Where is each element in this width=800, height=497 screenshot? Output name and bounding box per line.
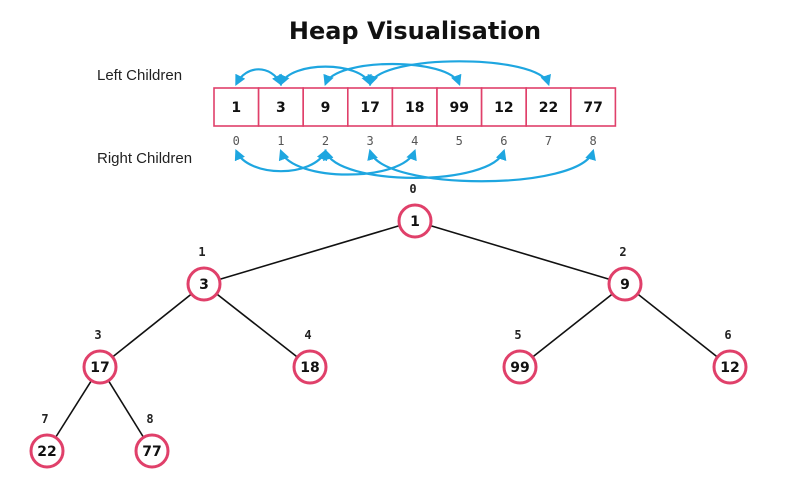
right-child-arrow — [323, 148, 507, 179]
tree-node-index: 7 — [41, 412, 48, 426]
array-cell — [525, 87, 572, 127]
tree-edge — [99, 283, 205, 368]
tree-node-value: 99 — [510, 360, 529, 376]
array-cell-value: 99 — [450, 100, 469, 116]
tree-node — [29, 433, 65, 469]
array-index-label: 6 — [500, 134, 507, 148]
tree-node — [82, 349, 118, 385]
right-child-arrow — [234, 148, 327, 173]
tree-edge — [519, 283, 626, 368]
array-cell — [436, 87, 483, 127]
tree-node — [502, 349, 538, 385]
left-child-arrow — [279, 65, 372, 87]
array-cell-value: 77 — [583, 100, 602, 116]
tree-node-index: 3 — [94, 328, 101, 342]
tree-node-value: 1 — [410, 214, 420, 230]
tree-node-index: 1 — [198, 245, 205, 259]
left-child-arrow — [235, 68, 282, 86]
array-cell — [480, 87, 528, 127]
tree-node-index: 2 — [619, 245, 626, 259]
array-index-label: 2 — [322, 134, 329, 148]
array-cell-value: 17 — [360, 100, 379, 116]
left-children-label: Left Children — [97, 67, 182, 84]
child-link-arrows — [234, 60, 596, 183]
array-index-label: 7 — [545, 134, 552, 148]
array-cell — [257, 87, 305, 127]
array-cell-value: 9 — [321, 100, 331, 116]
tree-node — [186, 266, 222, 302]
array-cell — [569, 87, 617, 127]
tree-node-index: 4 — [304, 328, 311, 342]
tree-node-value: 17 — [90, 360, 109, 376]
array-cell — [213, 87, 260, 127]
left-child-arrow — [367, 60, 551, 87]
array-index-label: 5 — [456, 134, 463, 148]
array-cell-value: 1 — [231, 100, 241, 116]
array-cell-value: 22 — [539, 100, 558, 116]
tree-node-value: 77 — [142, 444, 161, 460]
page-title: Heap Visualisation — [289, 17, 541, 45]
tree-node — [134, 433, 170, 469]
tree-node-index: 6 — [724, 328, 731, 342]
tree-node — [292, 349, 328, 385]
right-children-label: Right Children — [97, 150, 192, 167]
tree-node — [397, 203, 433, 239]
right-child-arrow — [278, 148, 417, 176]
tree-node-index: 8 — [146, 412, 153, 426]
tree-node-value: 12 — [720, 360, 739, 376]
tree-node-value: 22 — [37, 444, 56, 460]
array-index-label: 1 — [277, 134, 284, 148]
tree-node — [712, 349, 748, 385]
array-index-label: 8 — [589, 134, 596, 148]
tree-edge — [624, 283, 731, 368]
tree-edge — [414, 220, 626, 285]
tree-node — [607, 266, 643, 302]
array-index-label: 0 — [233, 134, 240, 148]
tree-node-value: 9 — [620, 277, 630, 293]
tree-edge — [203, 283, 311, 368]
tree-node-value: 18 — [300, 360, 319, 376]
left-child-arrow — [323, 62, 462, 87]
tree-node-index: 5 — [514, 328, 521, 342]
tree-node-index: 0 — [409, 182, 416, 196]
array-index-label: 3 — [366, 134, 373, 148]
array-cell-value: 3 — [276, 100, 286, 116]
tree-edge — [203, 220, 416, 285]
array-cell-value: 12 — [494, 100, 513, 116]
array-index-label: 4 — [411, 134, 418, 148]
tree-node-value: 3 — [199, 277, 209, 293]
right-child-arrow — [367, 148, 596, 183]
array-cell-value: 18 — [405, 100, 424, 116]
